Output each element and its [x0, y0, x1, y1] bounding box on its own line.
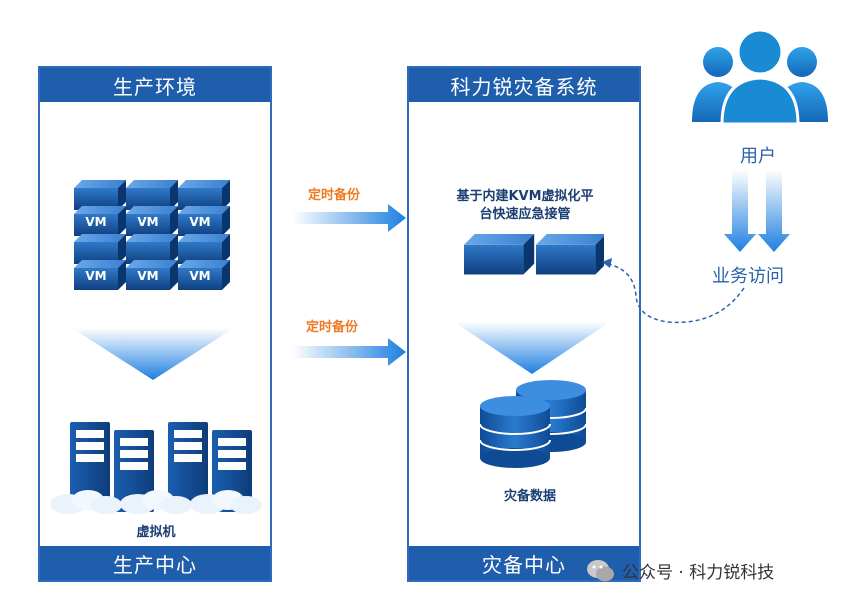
vm-block	[178, 234, 230, 264]
backup-arrow-bottom	[292, 338, 406, 366]
vm-label: VM	[85, 215, 106, 229]
watermark: 公众号 · 科力锐科技	[586, 558, 774, 583]
vm-block	[178, 180, 230, 210]
kvm-description-line2: 台快速应急接管	[479, 207, 571, 222]
vm-block	[126, 180, 178, 210]
access-arrows	[724, 170, 790, 252]
vm-block	[74, 180, 126, 210]
server-icon	[168, 422, 208, 504]
backup-arrow-top	[292, 204, 406, 232]
production-vm-grid: VM VM VM VM VM VM	[74, 180, 230, 290]
users-icon	[692, 28, 828, 126]
backup-label-top: 定时备份	[308, 188, 361, 203]
takeover-vm-pair: VM VM	[464, 234, 604, 292]
vm-block	[536, 234, 604, 275]
vm-caption: 虚拟机	[136, 525, 176, 540]
user-label: 用户	[740, 146, 776, 167]
kvm-description-line1: 基于内建KVM虚拟化平	[456, 189, 594, 204]
vm-block	[74, 234, 126, 264]
watermark-text: 公众号 · 科力锐科技	[622, 563, 775, 583]
data-caption: 灾备数据	[503, 489, 556, 504]
production-funnel	[72, 328, 234, 380]
vm-label: VM	[554, 276, 579, 292]
access-label: 业务访问	[712, 266, 784, 287]
vm-label: VM	[137, 215, 158, 229]
vm-label: VM	[189, 215, 210, 229]
disaster-funnel	[454, 322, 610, 374]
cloud-icon	[50, 490, 122, 514]
server-cluster	[50, 422, 262, 514]
disaster-title: 科力锐灾备系统	[409, 68, 639, 102]
wechat-icon	[587, 559, 614, 581]
access-dashed-path	[602, 258, 745, 324]
kvm-description: 基于内建KVM虚拟化平 台快速应急接管	[430, 188, 620, 224]
production-footer: 生产中心	[40, 546, 270, 580]
vm-block	[464, 234, 535, 275]
vm-label: VM	[137, 269, 158, 283]
vm-label: VM	[482, 276, 507, 292]
vm-block	[126, 234, 178, 264]
vm-label: VM	[85, 269, 106, 283]
vm-label: VM	[189, 269, 210, 283]
backup-label-bottom: 定时备份	[306, 320, 359, 335]
database-icon	[479, 380, 587, 468]
production-title: 生产环境	[40, 68, 270, 102]
